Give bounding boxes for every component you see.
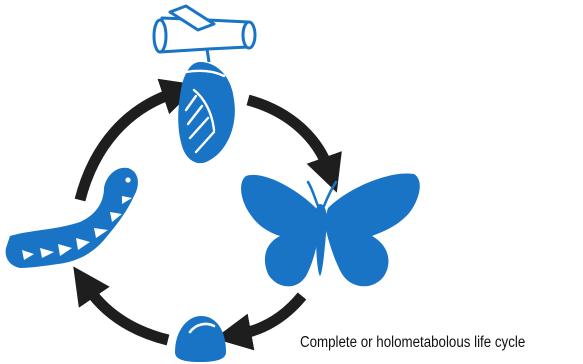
caterpillar-icon	[6, 168, 138, 268]
arrow-egg-to-larva	[88, 288, 168, 340]
arrow-pupa-to-adult	[248, 100, 328, 168]
arrow-adult-to-egg	[240, 296, 302, 334]
butterfly-icon	[241, 173, 420, 286]
caption: Complete or holometabolous life cycle	[300, 334, 525, 352]
egg-icon	[175, 316, 226, 362]
chrysalis-icon	[178, 62, 235, 163]
branch-icon	[154, 6, 255, 62]
